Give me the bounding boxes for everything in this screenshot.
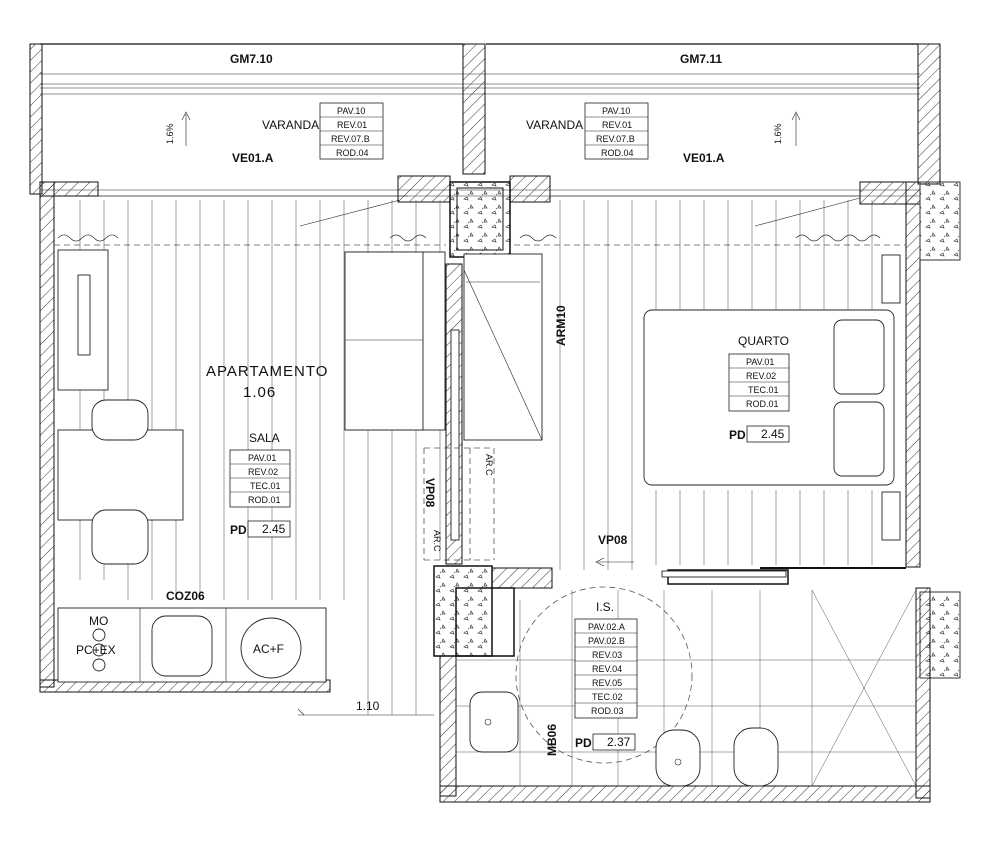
balcony-zone (29, 43, 941, 197)
sala-name: SALA (249, 431, 280, 445)
wardrobe-code: ARM10 (554, 305, 568, 346)
balcony-name-right: VARANDA (526, 118, 583, 132)
door-code-vertical: VP08 (423, 478, 437, 508)
balcony-code-left: VE01.A (232, 151, 274, 165)
finish-table-is: PAV.02.A PAV.02.B REV.03 REV.04 REV.05 T… (574, 618, 638, 719)
grid-label-right: GM7.11 (680, 52, 722, 66)
finish-code: PAV.02.A (588, 622, 625, 632)
washbasin (469, 691, 519, 753)
sofa (344, 251, 446, 431)
finish-table-balcony-left: PAV.10 REV.01 REV.07.B ROD.04 (319, 102, 384, 160)
slope-label-right: 1.6% (773, 123, 783, 144)
washbasin-code: MB06 (545, 724, 559, 756)
finish-code: TEC.02 (592, 692, 623, 702)
finish-code: REV.07.B (596, 134, 635, 144)
finish-code: REV.02 (248, 467, 278, 477)
slope-arrow-left (181, 111, 191, 146)
bathroom-tiles (456, 589, 917, 787)
kitchen-counter (57, 607, 327, 683)
finish-code: ROD.04 (601, 148, 634, 158)
finish-code: REV.03 (592, 650, 622, 660)
door-swing-circle (515, 586, 693, 764)
finish-code: TEC.01 (748, 385, 779, 395)
grid-label-left: GM7.10 (230, 52, 273, 66)
apartment-number: 1.06 (243, 384, 276, 401)
slope-label-left: 1.6% (165, 123, 175, 144)
finish-code: PAV.10 (337, 106, 365, 116)
kitchen-code-label: COZ06 (166, 589, 205, 603)
finish-table-quarto: PAV.01 REV.02 TEC.01 ROD.01 (728, 353, 790, 412)
quarto-name: QUARTO (738, 334, 789, 348)
finish-code: REV.02 (746, 371, 776, 381)
sala-pd-label: PD (230, 523, 247, 537)
slope-arrow-right (791, 111, 801, 146)
walls (39, 175, 961, 803)
sliding-door-vertical (423, 329, 495, 561)
window-sliders (98, 195, 861, 227)
kitchen-mo-label: MO (89, 614, 108, 628)
finish-code: REV.05 (592, 678, 622, 688)
wardrobe (463, 253, 543, 441)
finish-code: TEC.01 (250, 481, 281, 491)
kitchen-acf-label: AC+F (253, 642, 284, 656)
door-code-horizontal: VP08 (598, 533, 628, 547)
curtain-left (54, 234, 446, 246)
quarto-pd-value: 2.45 (761, 427, 785, 441)
dining-table (57, 399, 184, 565)
dimension-line (297, 708, 434, 716)
finish-code: ROD.01 (746, 399, 779, 409)
finish-code: ROD.04 (336, 148, 369, 158)
is-pd-value: 2.37 (607, 735, 631, 749)
toilet (655, 729, 701, 787)
arc-label-top: AR.C (484, 454, 494, 476)
is-name: I.S. (596, 600, 614, 614)
sala-pd-value: 2.45 (262, 522, 286, 536)
finish-table-balcony-right: PAV.10 REV.01 REV.07.B ROD.04 (584, 102, 649, 160)
arc-label-bottom: AR.C (432, 530, 442, 552)
balcony-name-left: VARANDA (262, 118, 319, 132)
finish-code: REV.04 (592, 664, 622, 674)
is-pd-label: PD (575, 736, 592, 750)
finish-code: REV.01 (337, 120, 367, 130)
finish-code: REV.07.B (331, 134, 370, 144)
finish-code: PAV.10 (602, 106, 630, 116)
finish-code: PAV.02.B (588, 636, 625, 646)
sliding-door-horizontal (595, 557, 787, 578)
finish-code: ROD.01 (248, 495, 281, 505)
finish-code: PAV.01 (248, 453, 276, 463)
apartment-name: APARTAMENTO (206, 363, 328, 380)
tv-unit (57, 249, 109, 391)
quarto-pd-label: PD (729, 428, 746, 442)
finish-code: PAV.01 (746, 357, 774, 367)
curtain-right (514, 234, 906, 246)
bidet (733, 727, 779, 787)
kitchen-pcex-label: PC+EX (76, 643, 116, 657)
balcony-code-right: VE01.A (683, 151, 725, 165)
finish-table-sala: PAV.01 REV.02 TEC.01 ROD.01 (229, 449, 291, 508)
finish-code: ROD.03 (591, 706, 624, 716)
dimension-label: 1.10 (356, 699, 380, 713)
finish-code: REV.01 (602, 120, 632, 130)
